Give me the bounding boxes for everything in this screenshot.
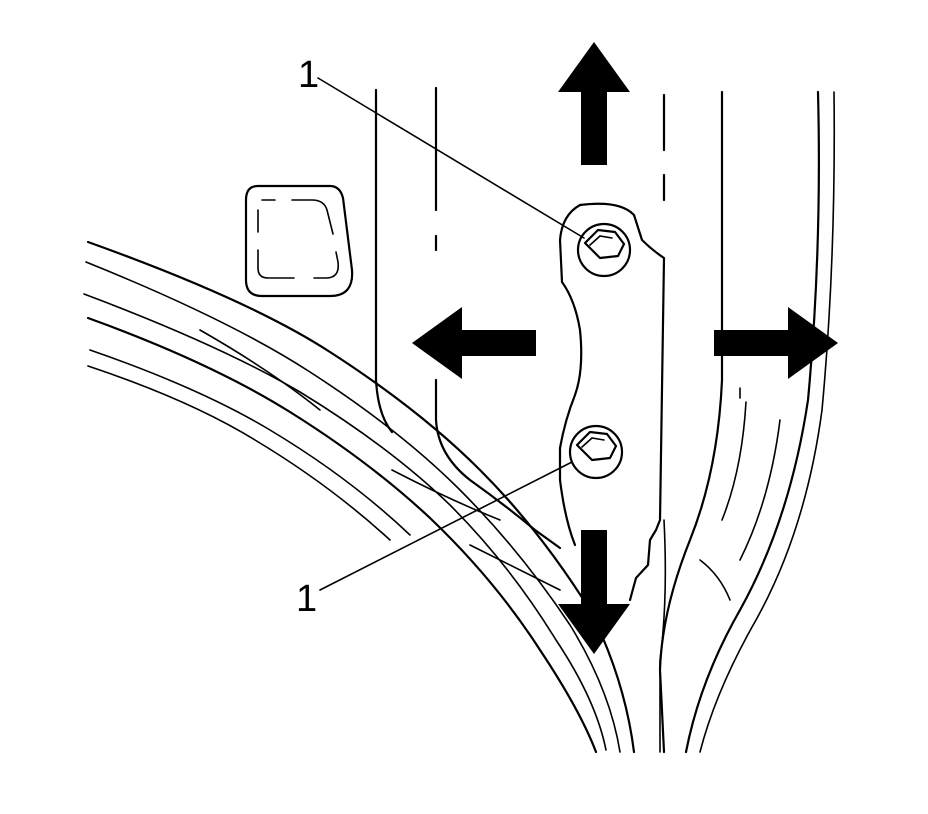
- leader-lines: [317, 77, 585, 591]
- callout-label-bottom: 1: [296, 578, 318, 620]
- arrow-up: [558, 42, 630, 165]
- arrow-left: [412, 307, 536, 379]
- arrow-right: [714, 307, 838, 379]
- panel-outline: [374, 86, 666, 550]
- bracket-plate: [558, 202, 666, 602]
- access-hole: [244, 184, 354, 298]
- lower-bolt: [568, 424, 624, 480]
- pillar-contours: [658, 90, 836, 754]
- contour-lines: [83, 240, 636, 754]
- upper-bolt: [576, 222, 632, 278]
- callout-label-top: 1: [298, 54, 320, 96]
- arrow-down: [558, 530, 630, 654]
